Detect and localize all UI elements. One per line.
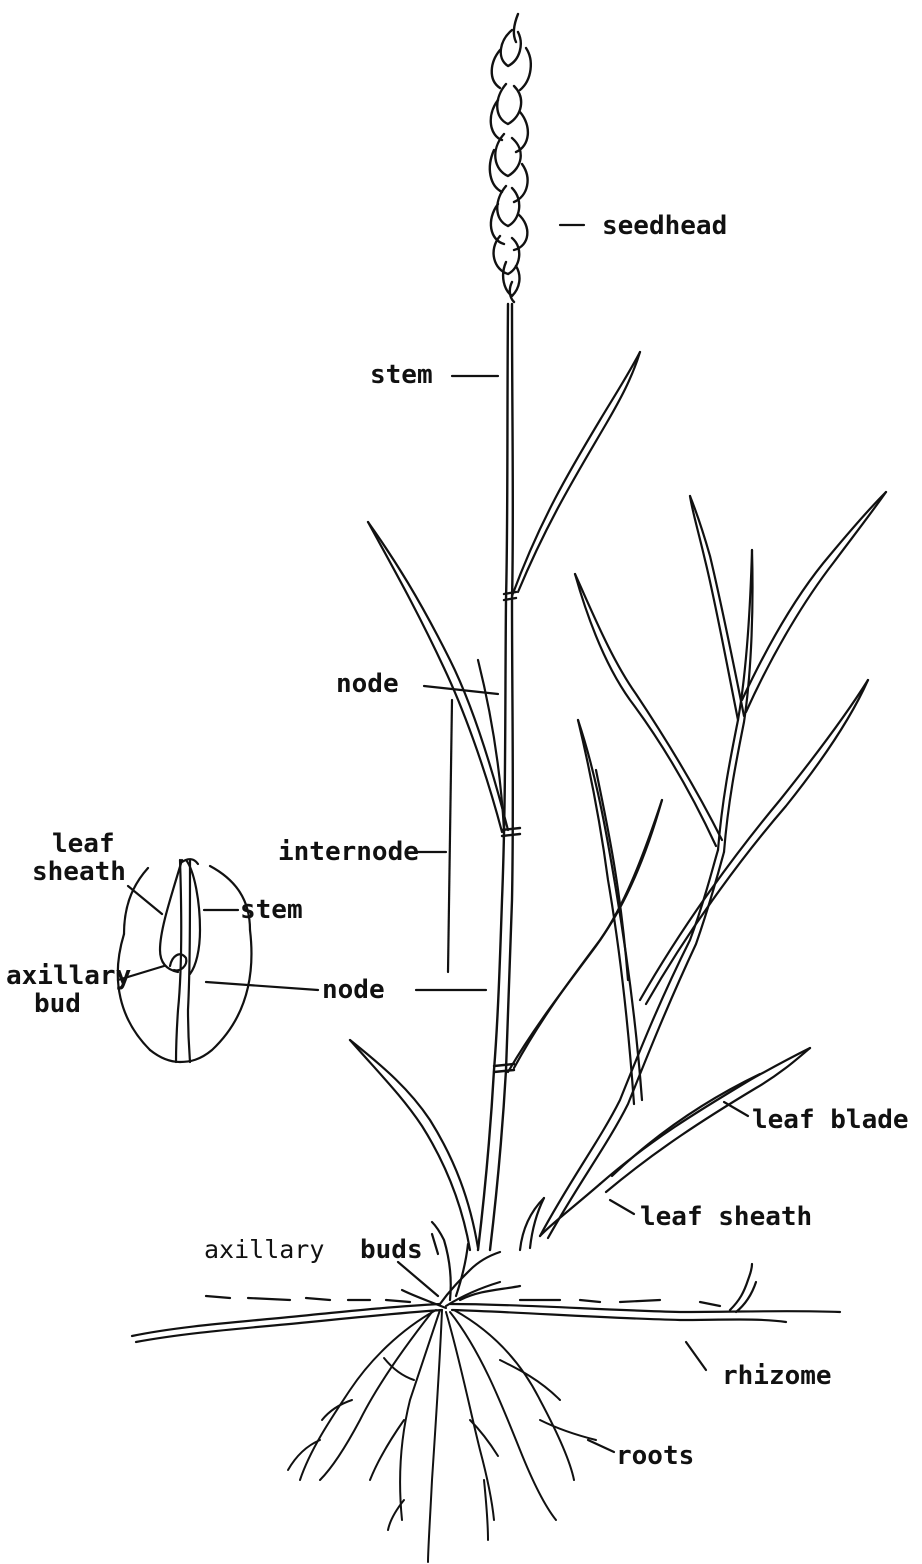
label-inset-axillary: axillary (6, 961, 131, 991)
label-buds: buds (360, 1235, 423, 1265)
label-inset-bud: bud (34, 989, 81, 1019)
label-leaf-blade: leaf blade (752, 1105, 909, 1135)
label-axillary: axillary (204, 1235, 324, 1264)
label-roots: roots (616, 1441, 694, 1471)
label-node-upper: node (336, 669, 399, 699)
rhizome-drawing (132, 1264, 840, 1342)
label-node-lower: node (322, 975, 385, 1005)
seedhead-drawing (490, 14, 531, 302)
label-inset-leaf: leaf (52, 829, 115, 859)
tillers-drawing (520, 492, 886, 1250)
label-seedhead: seedhead (602, 211, 727, 241)
label-leaf-sheath: leaf sheath (640, 1202, 812, 1232)
label-stem: stem (370, 360, 433, 390)
roots-drawing (288, 1310, 596, 1562)
label-internode: internode (278, 837, 419, 867)
label-inset-stem: stem (240, 895, 303, 925)
leaves-main-stem (350, 352, 662, 1250)
inset-node-detail (118, 859, 252, 1062)
label-rhizome: rhizome (722, 1361, 832, 1391)
leader-lines (118, 225, 748, 1452)
label-inset-sheath: sheath (32, 857, 126, 887)
